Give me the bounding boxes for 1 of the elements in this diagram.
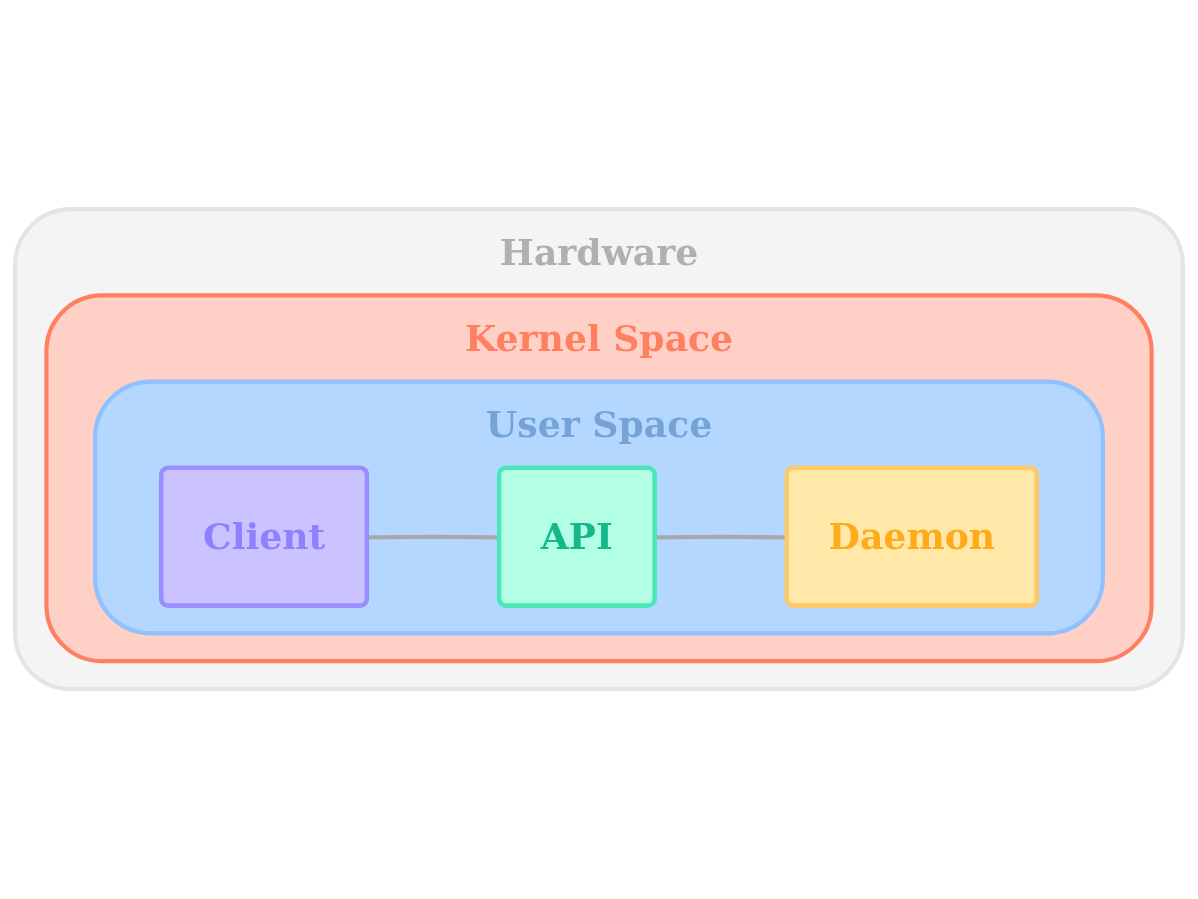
- connector: [655, 535, 788, 540]
